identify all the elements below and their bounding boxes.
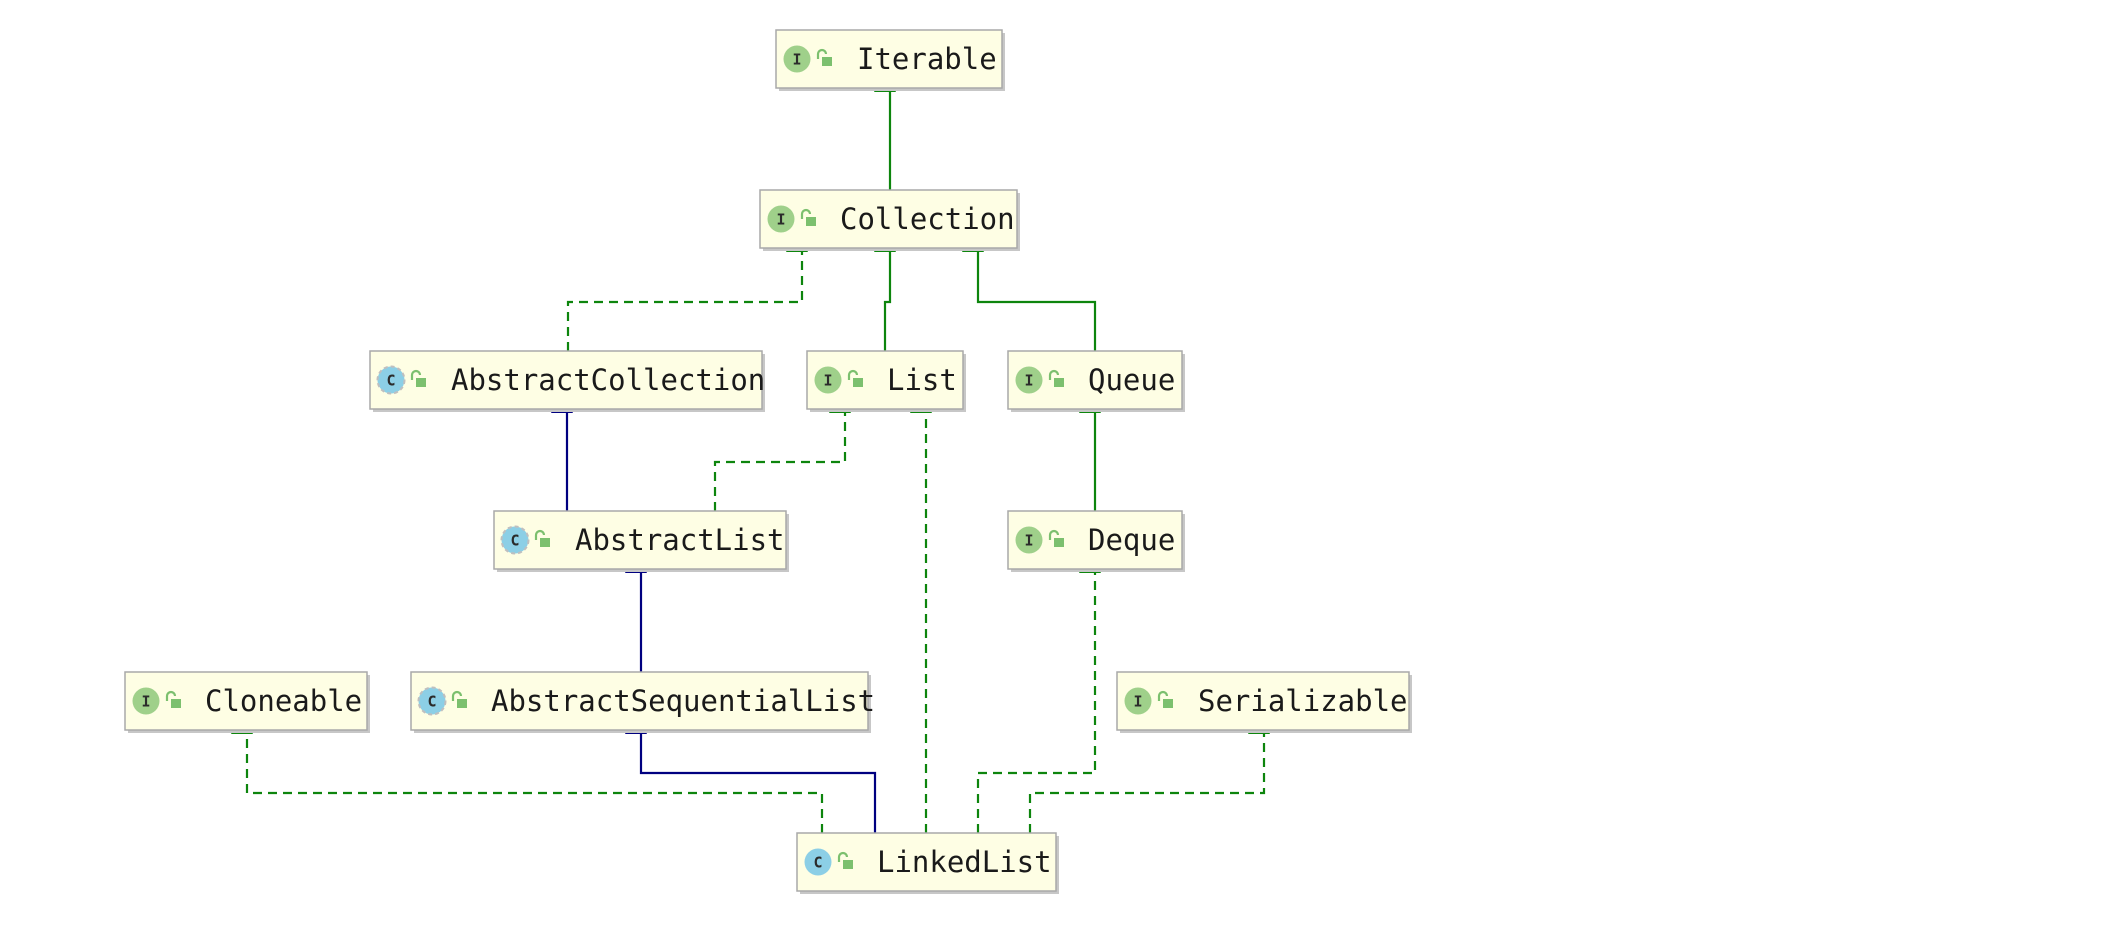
svg-text:I: I	[823, 372, 832, 390]
node-label: List	[887, 363, 957, 397]
unlocked-lock-icon	[800, 208, 816, 226]
node-linkedlist[interactable]: C LinkedList	[796, 832, 1059, 894]
interface-badge-icon: I	[767, 205, 795, 233]
edge-queue-to-collection	[962, 230, 1097, 351]
node-label: Cloneable	[205, 684, 362, 718]
node-label: LinkedList	[877, 845, 1052, 879]
node-label: AbstractCollection	[451, 363, 765, 397]
abstract-class-badge-icon: C	[376, 365, 406, 395]
svg-text:I: I	[1024, 372, 1033, 390]
interface-badge-icon: I	[1124, 687, 1152, 715]
node-label: Queue	[1088, 363, 1175, 397]
unlocked-lock-icon	[165, 690, 181, 708]
nodes-layer: I Iterable I Collection	[124, 29, 1412, 894]
edge-linkedlist-to-cloneable	[231, 712, 824, 833]
svg-text:C: C	[510, 532, 519, 550]
node-abstractlist[interactable]: C AbstractList	[493, 510, 789, 572]
svg-text:I: I	[792, 51, 801, 69]
node-label: Serializable	[1198, 684, 1408, 718]
abstract-class-badge-icon: C	[417, 686, 447, 716]
interface-badge-icon: I	[814, 366, 842, 394]
unlocked-lock-icon	[847, 369, 863, 387]
svg-text:I: I	[1024, 532, 1033, 550]
node-label: AbstractList	[575, 523, 785, 557]
unlocked-lock-icon	[451, 690, 467, 708]
node-label: AbstractSequentialList	[491, 684, 875, 718]
svg-text:C: C	[813, 854, 822, 872]
unlocked-lock-icon	[410, 369, 426, 387]
svg-text:C: C	[427, 693, 436, 711]
node-label: Deque	[1088, 523, 1175, 557]
node-queue[interactable]: I Queue	[1007, 350, 1185, 412]
interface-badge-icon: I	[1015, 366, 1043, 394]
edge-abstractlist-to-list	[713, 391, 851, 511]
unlocked-lock-icon	[1157, 690, 1173, 708]
edge-abstractcollection-to-collection	[566, 230, 808, 351]
svg-text:C: C	[386, 372, 395, 390]
unlocked-lock-icon	[1048, 529, 1064, 547]
interface-badge-icon: I	[1015, 526, 1043, 554]
edges-layer	[231, 70, 1270, 833]
svg-text:I: I	[1133, 693, 1142, 711]
node-collection[interactable]: I Collection	[759, 189, 1020, 251]
node-iterable[interactable]: I Iterable	[775, 29, 1005, 91]
edge-linkedlist-to-abstractsequentiallist	[625, 712, 877, 833]
node-label: Iterable	[857, 42, 997, 76]
unlocked-lock-icon	[816, 48, 832, 66]
interface-badge-icon: I	[783, 45, 811, 73]
node-label: Collection	[840, 202, 1015, 236]
node-abstractcollection[interactable]: C AbstractCollection	[369, 350, 765, 412]
node-list[interactable]: I List	[806, 350, 966, 412]
node-abstractsequentiallist[interactable]: C AbstractSequentialList	[410, 671, 875, 733]
svg-text:I: I	[776, 211, 785, 229]
unlocked-lock-icon	[837, 851, 853, 869]
svg-text:I: I	[141, 693, 150, 711]
edge-linkedlist-to-serializable	[1028, 712, 1270, 833]
node-serializable[interactable]: I Serializable	[1116, 671, 1412, 733]
edge-linkedlist-to-deque	[976, 551, 1101, 833]
unlocked-lock-icon	[534, 529, 550, 547]
node-deque[interactable]: I Deque	[1007, 510, 1185, 572]
interface-badge-icon: I	[132, 687, 160, 715]
unlocked-lock-icon	[1048, 369, 1064, 387]
edge-list-to-collection	[874, 230, 896, 351]
abstract-class-badge-icon: C	[500, 525, 530, 555]
node-cloneable[interactable]: I Cloneable	[124, 671, 370, 733]
class-badge-icon: C	[804, 848, 832, 876]
